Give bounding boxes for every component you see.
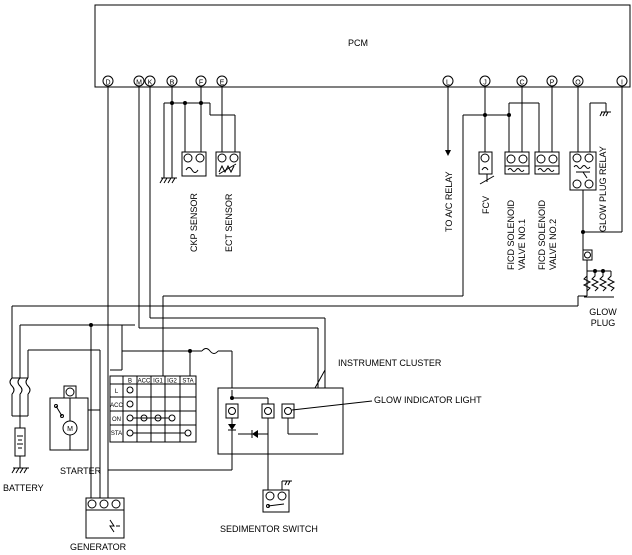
pcm-terminal-label: I [621,80,623,87]
sedimentor-switch-label: SEDIMENTOR SWITCH [220,524,318,534]
ignition-row-header: STA [111,431,122,437]
glow-indicator-leader [291,400,373,411]
glow-plugs [582,249,616,298]
pcm-terminal-label: M [136,80,142,87]
pcm-terminal-label: K [148,80,153,87]
glow-indicator-light-label: GLOW INDICATOR LIGHT [374,395,482,405]
ignition-column-header: IG1 [153,379,163,385]
ficd2-label-line1: FICD SOLENOID [537,199,547,270]
glow-plug-relay-wiring [581,102,622,250]
ac-relay-arrow [445,150,451,156]
pcm-block [94,4,631,88]
glow-plug-relay-label: GLOW PLUG RELAY [598,146,608,232]
ignition-column-header: B [128,379,132,385]
pcm-terminal-label: O [575,80,581,87]
instrument-cluster-leader [314,369,326,389]
pcm-terminal-label: C [519,80,524,87]
svg-text:M: M [67,426,73,433]
fcv [478,151,495,185]
ignition-row-header: L [115,389,119,395]
glow-plug-label-line1: GLOW [589,307,617,317]
ignition-row-header: ACC [110,403,123,409]
battery-label: BATTERY [3,483,44,493]
generator [85,497,125,539]
ficd1-label-line1: FICD SOLENOID [506,199,516,270]
main-wiring [11,295,587,498]
pcm-terminal-label: P [550,80,555,87]
pcm-terminal-label: B [170,80,175,87]
ficd1-label-line2: VALVE NO.1 [517,219,527,270]
ficd-solenoid-valve-1 [504,151,530,175]
ckp-ect-wiring [159,101,236,184]
terminal-stubs [107,86,623,498]
starter-label: STARTER [60,466,102,476]
ignition-column-header: STA [182,379,193,385]
fcv-label: FCV [481,196,491,214]
instrument-cluster-internals [108,390,318,490]
instrument-cluster-label: INSTRUMENT CLUSTER [338,358,442,368]
starter: M [49,385,100,451]
ficd-solenoid-valve-2 [534,151,560,175]
sedimentor-switch [262,480,292,513]
ignition-column-header: ACC [138,379,151,385]
to-ac-relay-label: TO A/C RELAY [444,171,454,232]
ect-sensor [215,151,241,177]
generator-label: GENERATOR [70,542,127,552]
battery [11,427,29,474]
pcm-terminal-label: D [105,80,110,87]
ckp-sensor-label: CKP SENSOR [189,193,199,252]
pcm-terminal-label: J [483,80,487,87]
ect-sensor-label: ECT SENSOR [224,193,234,252]
fcv-ficd-wiring [462,102,540,296]
ignition-column-header: IG2 [167,379,177,385]
instrument-cluster [217,387,344,455]
ckp-sensor [181,151,207,177]
fuses [9,377,31,428]
glow-plug-relay [569,151,597,191]
ficd2-label-line2: VALVE NO.2 [548,219,558,270]
ignition-row-header: ON [112,417,121,423]
glow-plug-label-line2: PLUG [591,318,616,328]
pcm-terminal-label: E [220,80,225,87]
pcm-terminal-label: F [199,80,203,87]
pcm-label: PCM [348,38,368,48]
pcm-terminal-label: L [446,80,450,87]
